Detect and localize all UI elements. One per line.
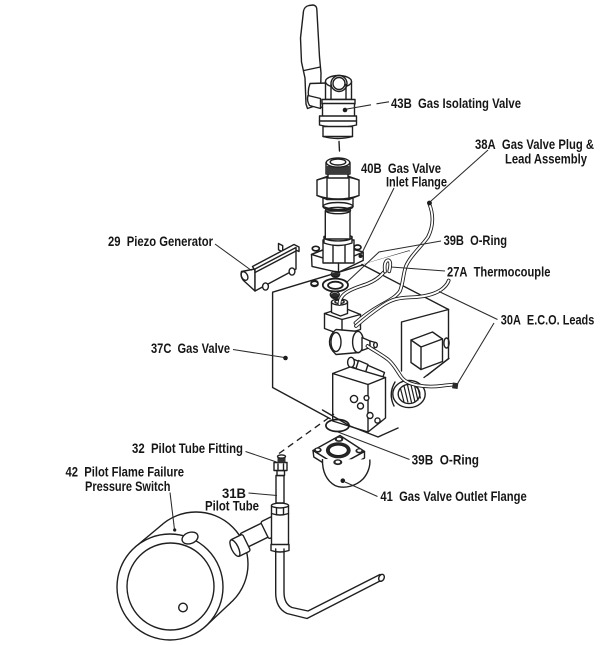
- svg-text:39B O-Ring: 39B O-Ring: [444, 233, 508, 248]
- svg-text:41 Gas Valve Outlet Flange: 41 Gas Valve Outlet Flange: [380, 489, 527, 504]
- svg-text:40B Gas Valve: 40B Gas Valve: [361, 161, 441, 176]
- svg-text:38A Gas Valve Plug &: 38A Gas Valve Plug &: [475, 137, 594, 152]
- svg-text:31B: 31B: [222, 486, 246, 501]
- svg-text:43B Gas Isolating Valve: 43B Gas Isolating Valve: [391, 96, 521, 111]
- svg-text:30A E.C.O. Leads: 30A E.C.O. Leads: [501, 313, 595, 328]
- svg-text:29 Piezo Generator: 29 Piezo Generator: [108, 234, 214, 249]
- svg-text:42 Pilot Flame Failure: 42 Pilot Flame Failure: [66, 465, 185, 480]
- svg-text:Pilot Tube: Pilot Tube: [205, 499, 259, 514]
- svg-text:Pressure Switch: Pressure Switch: [85, 479, 171, 494]
- svg-text:Lead Assembly: Lead Assembly: [505, 152, 587, 167]
- svg-text:Inlet Flange: Inlet Flange: [386, 175, 447, 190]
- svg-text:27A Thermocouple: 27A Thermocouple: [447, 265, 551, 280]
- svg-text:39B O-Ring: 39B O-Ring: [412, 453, 479, 468]
- svg-text:32 Pilot Tube Fitting: 32 Pilot Tube Fitting: [132, 441, 243, 456]
- svg-text:37C Gas Valve: 37C Gas Valve: [151, 341, 230, 356]
